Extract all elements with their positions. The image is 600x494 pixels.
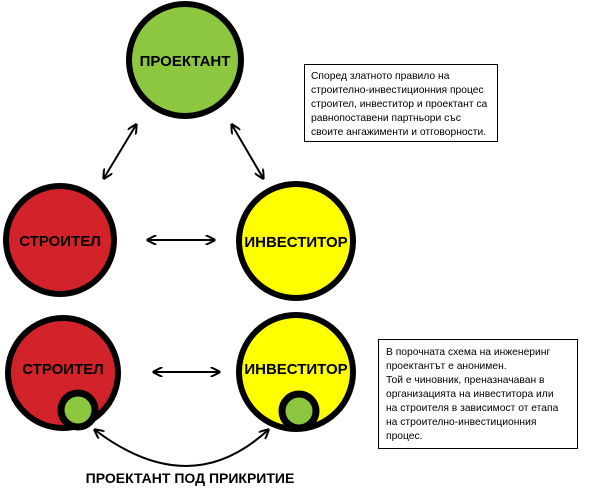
note-golden-rule-line: строител, инвеститор и проектант са xyxy=(311,99,488,110)
note-vicious-scheme-line: на строителя в зависимост от етапа xyxy=(386,403,559,414)
stroitel-bottom-label: СТРОИТЕЛ xyxy=(22,361,104,378)
note-golden-rule-line: строително-инвестиционния процес xyxy=(311,85,484,96)
note-golden-rule-line: равнопоставени партньори със xyxy=(311,113,461,124)
node-investitor-top: ИНВЕСТИТОР xyxy=(236,181,356,301)
arrow-hidden-proektant-curve xyxy=(95,430,268,467)
node-investitor-bottom: ИНВЕСТИТОР xyxy=(236,312,356,432)
note-vicious-scheme-line: Той е чиновник, преназначаван в xyxy=(386,375,545,386)
node-stroitel-bottom: СТРОИТЕЛ xyxy=(5,315,121,431)
note-vicious-scheme-line: проектантът е анонимен. xyxy=(386,361,507,372)
arrow-proektant-stroitel xyxy=(104,125,136,178)
note-vicious-scheme-line: В порочната схема на инженеринг xyxy=(386,347,551,358)
hidden-proektant-left-circle xyxy=(57,389,99,431)
investitor-bottom-label: ИНВЕСТИТОР xyxy=(244,361,347,378)
note-golden-rule-line: своите ангажименти и отговорности. xyxy=(311,127,487,138)
stroitel-top-circle xyxy=(3,183,117,297)
investitor-top-label: ИНВЕСТИТОР xyxy=(244,234,347,251)
stroitel-top-label: СТРОИТЕЛ xyxy=(19,233,101,250)
proektant-label: ПРОЕКТАНТ xyxy=(140,53,231,70)
note-vicious-scheme-line: на строително-инвестиционния xyxy=(386,417,537,428)
note-golden-rule-line: Според златното правило на xyxy=(311,71,450,82)
note-golden-rule: Според златното правило на строително-ин… xyxy=(304,64,498,142)
proektant-circle xyxy=(126,1,244,119)
investitor-top-circle xyxy=(236,181,356,301)
node-proektant: ПРОЕКТАНТ xyxy=(126,1,244,119)
caption-hidden-proektant: ПРОЕКТАНТ ПОД ПРИКРИТИЕ xyxy=(86,470,295,486)
node-stroitel-top: СТРОИТЕЛ xyxy=(3,183,117,297)
note-vicious-scheme: В порочната схема на инженеринг проектан… xyxy=(378,339,578,449)
note-vicious-scheme-line: процес. xyxy=(386,431,423,442)
note-vicious-scheme-line: организацията на инвеститора или xyxy=(386,389,554,400)
hidden-proektant-right-circle xyxy=(278,390,320,432)
arrow-proektant-investitor xyxy=(232,125,263,178)
